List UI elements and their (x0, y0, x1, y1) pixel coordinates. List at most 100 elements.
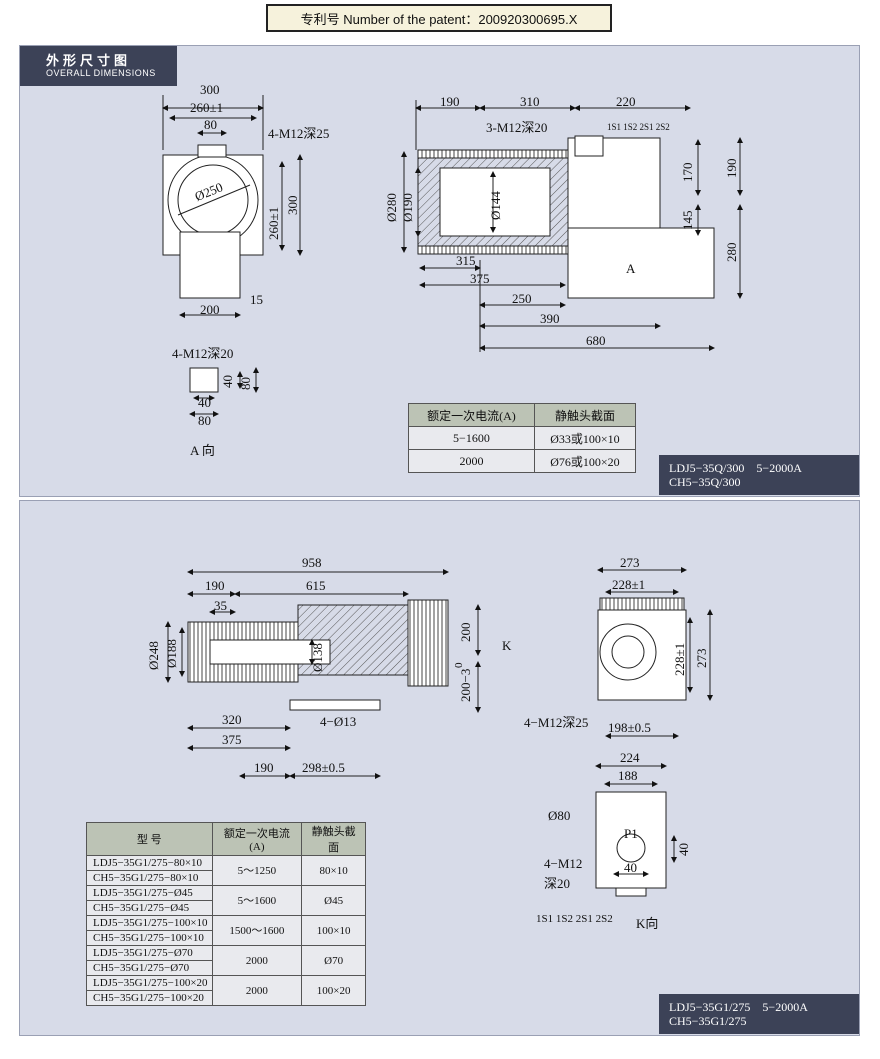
dim-bolt-3m12: 3-M12深20 (486, 120, 547, 135)
dim-200-top: 200 (458, 623, 473, 643)
dim-273-v: 273 (694, 649, 709, 669)
dim-bolt-end: 4−M12深25 (524, 715, 588, 730)
dim-320: 320 (222, 712, 242, 727)
dim-273: 273 (620, 555, 640, 570)
point-p1: P1 (624, 826, 638, 841)
dim-200: 200 (200, 302, 220, 317)
dim-190: 190 (440, 94, 460, 109)
front-view-35q-labels: 300 260±1 80 4-M12深25 Ø250 260±1 300 15 … (190, 82, 329, 317)
cell-model: CH5−35G1/275−100×20 (86, 990, 213, 1006)
dim-250: 250 (512, 291, 532, 306)
dim-depth-k: 深20 (544, 876, 570, 891)
model-line: CH5−35G1/275 (669, 1014, 747, 1028)
section-tag-zh: 外形尺寸图 (46, 53, 132, 68)
dim-390: 390 (540, 311, 560, 326)
table-header-row: 型 号 额定一次电流(A) 静触头截面 (86, 822, 366, 856)
dim-958: 958 (302, 555, 322, 570)
dim-188: 188 (618, 768, 638, 783)
dim-310: 310 (520, 94, 540, 109)
section-tag: 外形尺寸图 OVERALL DIMENSIONS (20, 46, 177, 86)
table-row: CH5−35G1/275−Ø45 (86, 900, 366, 916)
cell-model: CH5−35G1/275−80×10 (86, 870, 213, 886)
dim-bolt-k: 4−M12 (544, 856, 582, 871)
dim-228-v: 228±1 (672, 643, 687, 676)
table-header-row: 额定一次电流(A) 静触头截面 (408, 403, 637, 427)
model-line: LDJ5−35Q/300 5−2000A (669, 461, 802, 475)
dim-d144: Ø144 (488, 191, 503, 220)
dim-40: 40 (624, 860, 637, 875)
patent-number: 专利号 Number of the patent：200920300695.X (266, 4, 612, 32)
dim-260: 260±1 (190, 100, 223, 115)
dim-80: 80 (204, 117, 217, 132)
dim-d280: Ø280 (384, 193, 399, 222)
cell-model: LDJ5−35G1/275−Ø45 (86, 885, 213, 901)
cell-model: LDJ5−35G1/275−100×20 (86, 975, 213, 991)
table-row: CH5−35G1/275−100×20 (86, 990, 366, 1006)
header-model: 型 号 (86, 822, 213, 856)
dim-220: 220 (616, 94, 636, 109)
side-view-35g1-labels: 958 190 615 35 Ø248 Ø188 Ø138 200 0 200−… (146, 555, 512, 775)
cell-current: 2000 (408, 449, 535, 473)
dim-35: 35 (214, 598, 227, 613)
model-label-35g1: LDJ5−35G1/275 5−2000A CH5−35G1/275 (659, 994, 859, 1034)
dim-80-v: 80 (238, 377, 253, 390)
dim-40-v: 40 (676, 843, 691, 856)
dim-190: 190 (205, 578, 225, 593)
dim-315: 315 (456, 253, 476, 268)
terminal-labels: 1S1 1S2 2S1 2S2 (607, 122, 670, 132)
dim-holes: 4−Ø13 (320, 714, 356, 729)
table-row: CH5−35G1/275−80×10 (86, 870, 366, 886)
model-line: CH5−35Q/300 (669, 475, 741, 489)
dim-300: 300 (200, 82, 220, 97)
cell-section: Ø33或100×10 (533, 426, 637, 450)
header-rated-current: 额定一次电流(A) (211, 822, 303, 856)
cell-section: Ø70 (301, 945, 366, 976)
section-tag-en: OVERALL DIMENSIONS (46, 68, 156, 78)
dim-375: 375 (470, 271, 490, 286)
cell-current: 2000 (211, 975, 303, 1006)
dim-375: 375 (222, 732, 242, 747)
end-view-35g1 (597, 567, 713, 739)
dim-80-h: 80 (198, 413, 211, 428)
cell-section: Ø45 (301, 885, 366, 916)
dim-d248: Ø248 (146, 641, 161, 670)
cell-section: 100×10 (301, 915, 366, 946)
model-label-35q: LDJ5−35Q/300 5−2000A CH5−35Q/300 (659, 455, 859, 495)
dim-d80: Ø80 (548, 808, 570, 823)
dim-190-v: 190 (724, 159, 739, 179)
k-terminal-labels: 1S1 1S2 2S1 2S2 (536, 913, 613, 925)
cell-model: LDJ5−35G1/275−80×10 (86, 855, 213, 871)
dim-300-v: 300 (285, 196, 300, 216)
cell-model: CH5−35G1/275−Ø70 (86, 960, 213, 976)
arrow-k: K (502, 638, 512, 653)
header-contact-section: 静触头截面 (533, 403, 637, 427)
dim-280-v: 280 (724, 243, 739, 263)
view-a-label: A 向 (190, 443, 215, 458)
end-view-35g1-labels: 273 228±1 228±1 273 4−M12深25 198±0.5 (524, 555, 709, 735)
side-view-35g1 (165, 569, 481, 779)
k-view-label: K向 (636, 916, 658, 931)
arrow-a: A (626, 261, 636, 276)
dim-224: 224 (620, 750, 640, 765)
cell-current: 5～1250 (211, 855, 303, 886)
cell-model: LDJ5−35G1/275−Ø70 (86, 945, 213, 961)
header-rated-current: 额定一次电流(A) (408, 403, 535, 427)
dim-198: 198±0.5 (608, 720, 651, 735)
view-a (189, 367, 259, 417)
dim-680: 680 (586, 333, 606, 348)
cell-model: CH5−35G1/275−100×10 (86, 930, 213, 946)
cell-section: 80×10 (301, 855, 366, 886)
dim-bolt-view-a: 4-M12深20 (172, 346, 233, 361)
side-view-35q-labels: 190 310 220 3-M12深20 1S1 1S2 2S1 2S2 190… (384, 94, 739, 348)
cell-section: 100×20 (301, 975, 366, 1006)
dim-40-v: 40 (220, 375, 235, 388)
k-view-labels: 224 188 Ø80 P1 4−M12 深20 40 40 1S1 1S2 2… (536, 750, 691, 931)
dim-15: 15 (250, 292, 263, 307)
table-row: 5−1600 Ø33或100×10 (408, 426, 637, 450)
